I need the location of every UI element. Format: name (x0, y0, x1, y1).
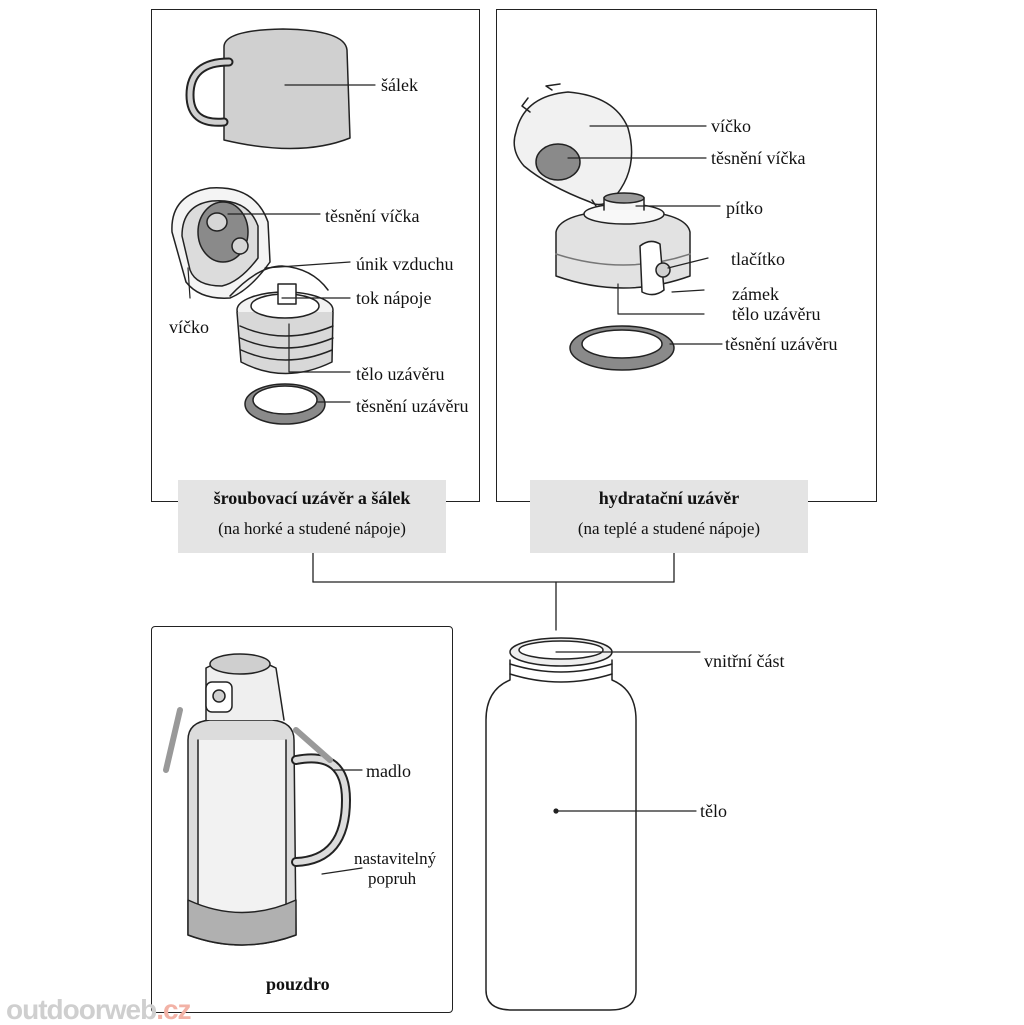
watermark-text: outdoorweb (6, 994, 157, 1025)
screw-cap-caption: šroubovací uzávěr a šálek (na horké a st… (178, 480, 446, 553)
screw-cap-caption-subtitle: (na horké a studené nápoje) (218, 519, 406, 538)
label-strap-line2: popruh (368, 869, 417, 888)
label-air-vent: únik vzduchu (356, 254, 454, 274)
connector-lines (312, 552, 675, 631)
label-handle: madlo (366, 761, 411, 781)
hydration-cap-caption-title: hydratační uzávěr (598, 488, 740, 508)
pouch-leaders (321, 769, 363, 875)
label-lid-seal-hydration: těsnění víčka (711, 148, 806, 168)
flip-lid-drawing (513, 83, 633, 213)
bottle-leaders (553, 651, 701, 814)
label-spout: pítko (726, 198, 764, 218)
screw-cap-seal-ring-drawing (244, 383, 326, 425)
watermark: outdoorweb.cz (6, 994, 192, 1025)
lid-with-seal-drawing (171, 187, 329, 299)
label-lock: zámek (732, 284, 779, 304)
watermark-suffix: .cz (156, 994, 191, 1025)
hydration-panel-leaders (567, 125, 723, 345)
screw-panel-leaders (187, 84, 376, 403)
label-inner-part: vnitřní část (704, 651, 785, 671)
pouch-caption: pouzdro (266, 974, 330, 994)
label-cap-body-screw: tělo uzávěru (356, 364, 445, 384)
label-button: tlačítko (731, 249, 785, 269)
label-cap-body-hydration: tělo uzávěru (732, 304, 821, 324)
screw-cap-caption-title: šroubovací uzávěr a šálek (213, 488, 411, 508)
cup-drawing (185, 28, 351, 150)
label-bottle-body: tělo (700, 801, 727, 821)
label-cup: šálek (381, 75, 418, 95)
screw-cap-body-drawing (236, 283, 334, 375)
label-lid-seal-screw: těsnění víčka (325, 206, 420, 226)
hydration-cap-caption: hydratační uzávěr (na teplé a studené ná… (530, 480, 808, 553)
label-drink-flow: tok nápoje (356, 288, 432, 308)
pouch-bottle-drawing (163, 653, 351, 946)
label-strap-line1: nastavitelný (354, 849, 437, 868)
bottle-drawing (485, 637, 637, 1011)
label-cap-seal-screw: těsnění uzávěru (356, 396, 469, 416)
hydration-cap-seal-ring-drawing (569, 325, 675, 371)
hydration-cap-body-drawing (555, 192, 691, 296)
label-lid-screw: víčko (169, 317, 209, 337)
hydration-cap-caption-subtitle: (na teplé a studené nápoje) (577, 519, 761, 538)
label-cap-seal-hydration: těsnění uzávěru (725, 334, 838, 354)
label-lid-hydration: víčko (711, 116, 751, 136)
